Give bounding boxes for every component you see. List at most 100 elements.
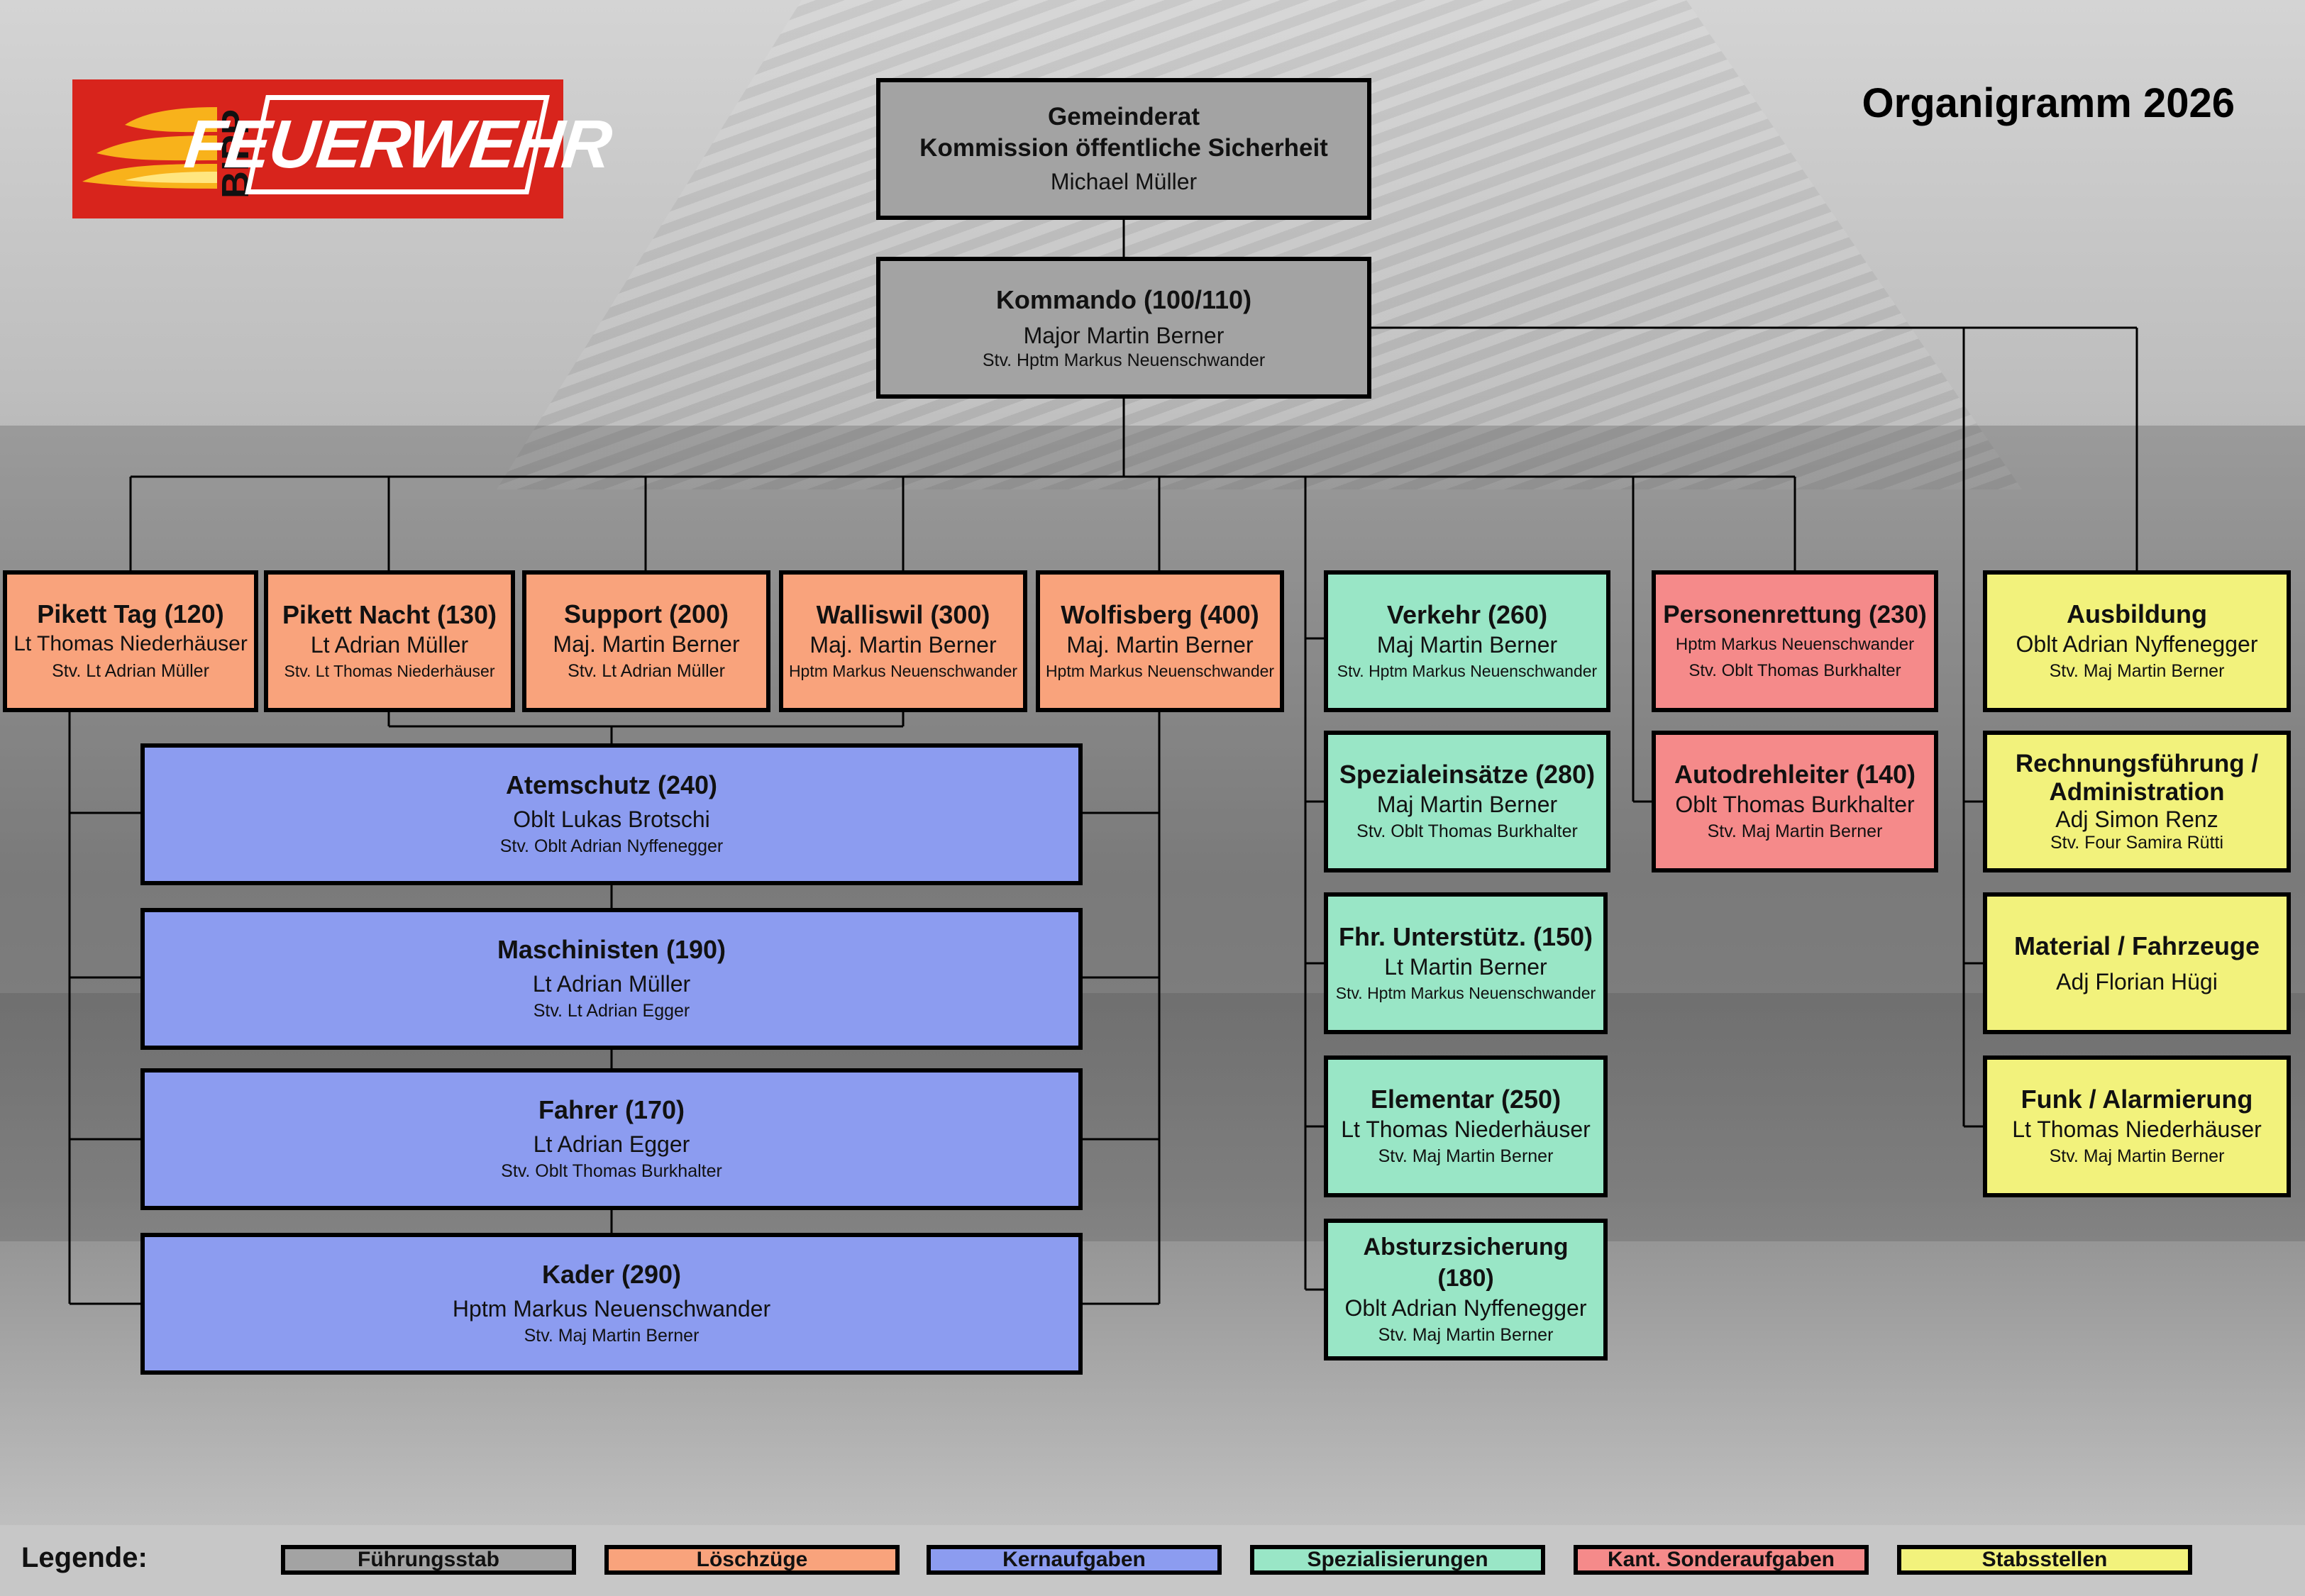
box-rechnungsfuehrung: Rechnungsführung / Administration Adj Si… bbox=[1983, 731, 2291, 872]
box-name: Maj. Martin Berner bbox=[553, 631, 740, 657]
logo-feuerwehr: FEUERWEHR bbox=[181, 95, 614, 194]
box-deputy: Stv. Lt Adrian Egger bbox=[533, 1001, 690, 1021]
box-deputy: Stv. Oblt Thomas Burkhalter bbox=[1688, 661, 1901, 680]
box-name: Lt Martin Berner bbox=[1384, 954, 1547, 980]
box-title: Absturzsicherung (180) bbox=[1363, 1234, 1569, 1292]
page-title: Organigramm 2026 bbox=[1862, 80, 2235, 126]
box-name: Adj Florian Hügi bbox=[2056, 969, 2218, 994]
box-title: Maschinisten (190) bbox=[497, 935, 726, 964]
box-name: Michael Müller bbox=[1050, 169, 1198, 194]
box-deputy: Stv. Oblt Thomas Burkhalter bbox=[501, 1161, 722, 1181]
box-deputy: Stv. Hptm Markus Neuenschwander bbox=[1335, 984, 1596, 1002]
box-deputy: Stv. Maj Martin Berner bbox=[1378, 1325, 1554, 1345]
legend-label: Legende: bbox=[21, 1542, 148, 1573]
box-title: Elementar (250) bbox=[1370, 1085, 1561, 1114]
box-kader: Kader (290) Hptm Markus Neuenschwander S… bbox=[140, 1233, 1083, 1375]
box-ausbildung: Ausbildung Oblt Adrian Nyffenegger Stv. … bbox=[1983, 570, 2291, 712]
box-title: Fhr. Unterstütz. (150) bbox=[1338, 922, 1593, 951]
box-deputy: Stv. Maj Martin Berner bbox=[1707, 821, 1883, 841]
box-title: Ausbildung bbox=[2067, 599, 2207, 628]
box-title: Autodrehleiter (140) bbox=[1674, 760, 1916, 789]
box-personenrettung: Personenrettung (230) Hptm Markus Neuens… bbox=[1652, 570, 1938, 712]
box-fahrer: Fahrer (170) Lt Adrian Egger Stv. Oblt T… bbox=[140, 1068, 1083, 1210]
legend-fuehrungsstab: Führungsstab bbox=[281, 1545, 576, 1575]
legend-spezialisierungen: Spezialisierungen bbox=[1250, 1545, 1545, 1575]
box-deputy: Stv. Hptm Markus Neuenschwander bbox=[1337, 662, 1598, 680]
box-name: Adj Simon Renz bbox=[2055, 807, 2218, 832]
box-name: Lt Adrian Egger bbox=[533, 1131, 690, 1157]
box-name: Lt Thomas Niederhäuser bbox=[13, 632, 248, 655]
box-name: Maj. Martin Berner bbox=[809, 632, 997, 658]
legend-kant-sonderaufgaben: Kant. Sonderaufgaben bbox=[1574, 1545, 1869, 1575]
box-title: Kommando (100/110) bbox=[995, 285, 1252, 314]
box-deputy: Stv. Oblt Thomas Burkhalter bbox=[1356, 821, 1578, 841]
box-name: Oblt Adrian Nyffenegger bbox=[1344, 1295, 1587, 1321]
box-deputy: Stv. Hptm Markus Neuenschwander bbox=[982, 350, 1266, 370]
box-walliswil: Walliswil (300) Maj. Martin Berner Hptm … bbox=[779, 570, 1027, 712]
box-title: Fahrer (170) bbox=[538, 1095, 685, 1124]
box-name: Hptm Markus Neuenschwander bbox=[1675, 635, 1915, 654]
box-name: Maj. Martin Berner bbox=[1066, 632, 1254, 658]
box-title: Funk / Alarmierung bbox=[2021, 1085, 2253, 1114]
box-fhr-unterstuetz: Fhr. Unterstütz. (150) Lt Martin Berner … bbox=[1324, 892, 1608, 1034]
box-title: Spezialeinsätze (280) bbox=[1339, 760, 1596, 789]
box-pikett-nacht: Pikett Nacht (130) Lt Adrian Müller Stv.… bbox=[264, 570, 515, 712]
box-gemeinderat: Gemeinderat Kommission öffentliche Siche… bbox=[876, 78, 1371, 220]
flame-icon bbox=[82, 107, 217, 189]
box-title: Personenrettung (230) bbox=[1663, 601, 1927, 628]
box-name: Maj Martin Berner bbox=[1376, 632, 1558, 658]
box-deputy: Stv. Maj Martin Berner bbox=[2049, 661, 2225, 681]
feuerwehr-logo: BIPP FEUERWEHR bbox=[72, 79, 614, 218]
box-title: Rechnungsführung / Administration bbox=[2015, 750, 2259, 806]
box-name: Oblt Thomas Burkhalter bbox=[1675, 792, 1915, 817]
box-deputy: Stv. Maj Martin Berner bbox=[1378, 1146, 1554, 1166]
box-name: Oblt Lukas Brotschi bbox=[513, 807, 710, 832]
box-deputy: Hptm Markus Neuenschwander bbox=[1045, 662, 1275, 680]
box-name: Hptm Markus Neuenschwander bbox=[452, 1296, 771, 1321]
box-deputy: Stv. Lt Thomas Niederhäuser bbox=[284, 662, 495, 680]
box-support: Support (200) Maj. Martin Berner Stv. Lt… bbox=[522, 570, 770, 712]
legend-stabsstellen: Stabsstellen bbox=[1897, 1545, 2192, 1575]
legend-kernaufgaben: Kernaufgaben bbox=[927, 1545, 1222, 1575]
box-deputy: Stv. Lt Adrian Müller bbox=[52, 661, 209, 681]
box-autodrehleiter: Autodrehleiter (140) Oblt Thomas Burkhal… bbox=[1652, 731, 1938, 872]
box-deputy: Hptm Markus Neuenschwander bbox=[788, 662, 1018, 680]
box-wolfisberg: Wolfisberg (400) Maj. Martin Berner Hptm… bbox=[1036, 570, 1284, 712]
box-deputy: Stv. Maj Martin Berner bbox=[524, 1326, 700, 1346]
box-title: Wolfisberg (400) bbox=[1061, 600, 1259, 629]
box-title: Pikett Tag (120) bbox=[37, 599, 224, 628]
box-verkehr: Verkehr (260) Maj Martin Berner Stv. Hpt… bbox=[1324, 570, 1610, 712]
box-spezialeinsaetze: Spezialeinsätze (280) Maj Martin Berner … bbox=[1324, 731, 1610, 872]
box-title: Support (200) bbox=[563, 599, 729, 628]
box-title: Walliswil (300) bbox=[816, 600, 990, 629]
box-atemschutz: Atemschutz (240) Oblt Lukas Brotschi Stv… bbox=[140, 743, 1083, 885]
box-name: Lt Adrian Müller bbox=[310, 632, 469, 658]
box-title: Kommission öffentliche Sicherheit bbox=[919, 134, 1328, 162]
box-deputy: Stv. Oblt Adrian Nyffenegger bbox=[499, 836, 724, 856]
box-title: Gemeinderat bbox=[1048, 103, 1200, 131]
box-name: Lt Thomas Niederhäuser bbox=[2012, 1116, 2262, 1142]
box-title: Pikett Nacht (130) bbox=[282, 600, 497, 629]
box-title: Kader (290) bbox=[541, 1260, 682, 1289]
box-name: Oblt Adrian Nyffenegger bbox=[2016, 631, 2258, 657]
box-name: Lt Adrian Müller bbox=[532, 971, 691, 997]
box-name: Lt Thomas Niederhäuser bbox=[1341, 1116, 1591, 1142]
box-name: Major Martin Berner bbox=[1023, 323, 1225, 348]
box-elementar: Elementar (250) Lt Thomas Niederhäuser S… bbox=[1324, 1055, 1608, 1197]
box-deputy: Stv. Maj Martin Berner bbox=[2049, 1146, 2225, 1166]
box-material-fahrzeuge: Material / Fahrzeuge Adj Florian Hügi bbox=[1983, 892, 2291, 1034]
box-absturzsicherung: Absturzsicherung (180) Oblt Adrian Nyffe… bbox=[1324, 1219, 1608, 1361]
box-pikett-tag: Pikett Tag (120) Lt Thomas Niederhäuser … bbox=[3, 570, 258, 712]
box-name: Maj Martin Berner bbox=[1376, 792, 1558, 817]
legend-loeschzuege: Löschzüge bbox=[604, 1545, 900, 1575]
box-kommando: Kommando (100/110) Major Martin Berner S… bbox=[876, 257, 1371, 399]
box-funk-alarmierung: Funk / Alarmierung Lt Thomas Niederhäuse… bbox=[1983, 1055, 2291, 1197]
box-title: Atemschutz (240) bbox=[505, 770, 718, 799]
box-maschinisten: Maschinisten (190) Lt Adrian Müller Stv.… bbox=[140, 908, 1083, 1050]
box-deputy: Stv. Lt Adrian Müller bbox=[568, 661, 725, 681]
box-title: Material / Fahrzeuge bbox=[2013, 931, 2260, 960]
box-deputy: Stv. Four Samira Rütti bbox=[2050, 833, 2224, 853]
box-title: Verkehr (260) bbox=[1386, 600, 1548, 629]
